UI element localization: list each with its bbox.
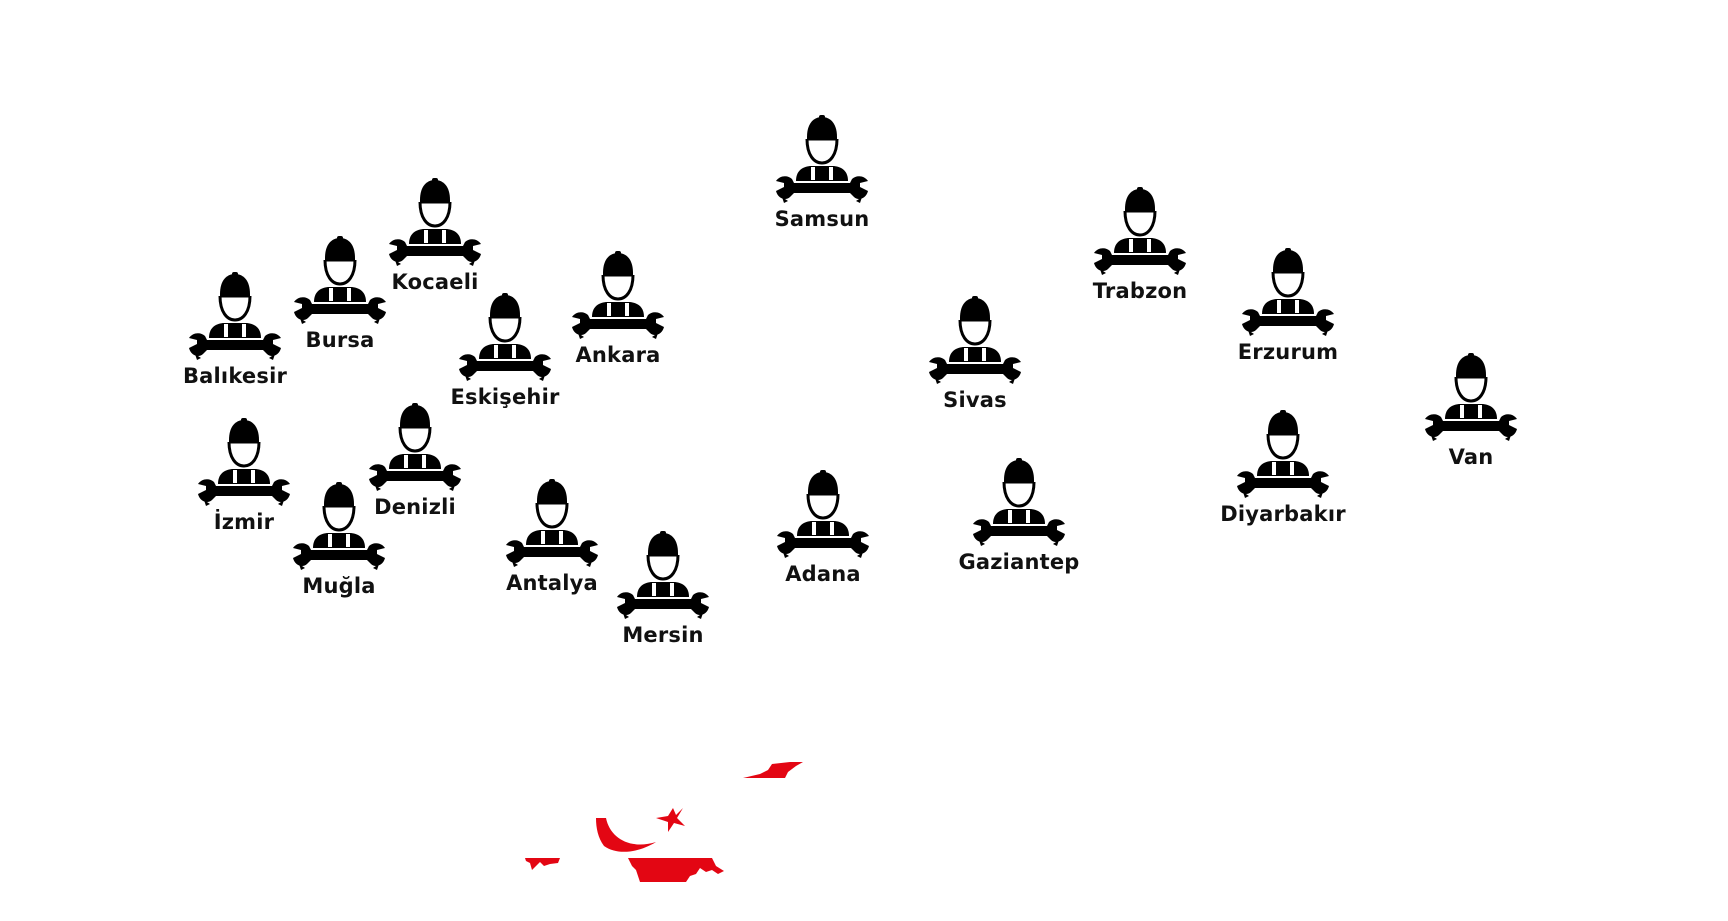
mechanic-wrench-icon xyxy=(294,236,386,324)
city-marker-gaziantep[interactable]: Gaziantep xyxy=(954,458,1084,574)
mechanic-wrench-icon xyxy=(293,482,385,570)
city-label: Mersin xyxy=(622,623,704,647)
city-marker-denizli[interactable]: Denizli xyxy=(350,403,480,519)
city-label: Samsun xyxy=(774,207,870,231)
mechanic-wrench-icon xyxy=(1425,353,1517,441)
mechanic-wrench-icon xyxy=(369,403,461,491)
city-label: Antalya xyxy=(506,571,598,595)
city-marker-trabzon[interactable]: Trabzon xyxy=(1075,187,1205,303)
mechanic-wrench-icon xyxy=(189,272,281,360)
city-marker-kocaeli[interactable]: Kocaeli xyxy=(370,178,500,294)
city-label: İzmir xyxy=(213,510,275,534)
city-label: Gaziantep xyxy=(958,550,1080,574)
city-marker-van[interactable]: Van xyxy=(1406,353,1536,469)
city-label: Trabzon xyxy=(1092,279,1188,303)
city-marker-sivas[interactable]: Sivas xyxy=(910,296,1040,412)
mechanic-wrench-icon xyxy=(459,293,551,381)
city-marker-erzurum[interactable]: Erzurum xyxy=(1223,248,1353,364)
mechanic-wrench-icon xyxy=(1094,187,1186,275)
city-label: Eskişehir xyxy=(450,385,560,409)
city-label: Ankara xyxy=(575,343,661,367)
mechanic-wrench-icon xyxy=(506,479,598,567)
mechanic-wrench-icon xyxy=(973,458,1065,546)
city-label: Van xyxy=(1448,445,1494,469)
mechanic-wrench-icon xyxy=(389,178,481,266)
mechanic-wrench-icon xyxy=(1237,410,1329,498)
city-marker-i̇zmir[interactable]: İzmir xyxy=(179,418,309,534)
city-marker-balıkesir[interactable]: Balıkesir xyxy=(170,272,300,388)
city-label: Muğla xyxy=(302,574,376,598)
city-label: Denizli xyxy=(374,495,456,519)
city-marker-muğla[interactable]: Muğla xyxy=(274,482,404,598)
city-label: Balıkesir xyxy=(182,364,288,388)
city-marker-eskişehir[interactable]: Eskişehir xyxy=(440,293,570,409)
city-label: Kocaeli xyxy=(391,270,479,294)
city-marker-mersin[interactable]: Mersin xyxy=(598,531,728,647)
city-marker-samsun[interactable]: Samsun xyxy=(757,115,887,231)
city-marker-ankara[interactable]: Ankara xyxy=(553,251,683,367)
city-label: Erzurum xyxy=(1237,340,1339,364)
city-marker-bursa[interactable]: Bursa xyxy=(275,236,405,352)
mechanic-wrench-icon xyxy=(776,115,868,203)
city-marker-diyarbakır[interactable]: Diyarbakır xyxy=(1218,410,1348,526)
mechanic-wrench-icon xyxy=(198,418,290,506)
city-label: Sivas xyxy=(943,388,1007,412)
mechanic-wrench-icon xyxy=(572,251,664,339)
city-label: Bursa xyxy=(305,328,375,352)
city-label: Adana xyxy=(785,562,861,586)
city-marker-adana[interactable]: Adana xyxy=(758,470,888,586)
city-label: Diyarbakır xyxy=(1220,502,1346,526)
city-marker-antalya[interactable]: Antalya xyxy=(487,479,617,595)
mechanic-wrench-icon xyxy=(1242,248,1334,336)
mechanic-wrench-icon xyxy=(777,470,869,558)
mechanic-wrench-icon xyxy=(929,296,1021,384)
mechanic-wrench-icon xyxy=(617,531,709,619)
